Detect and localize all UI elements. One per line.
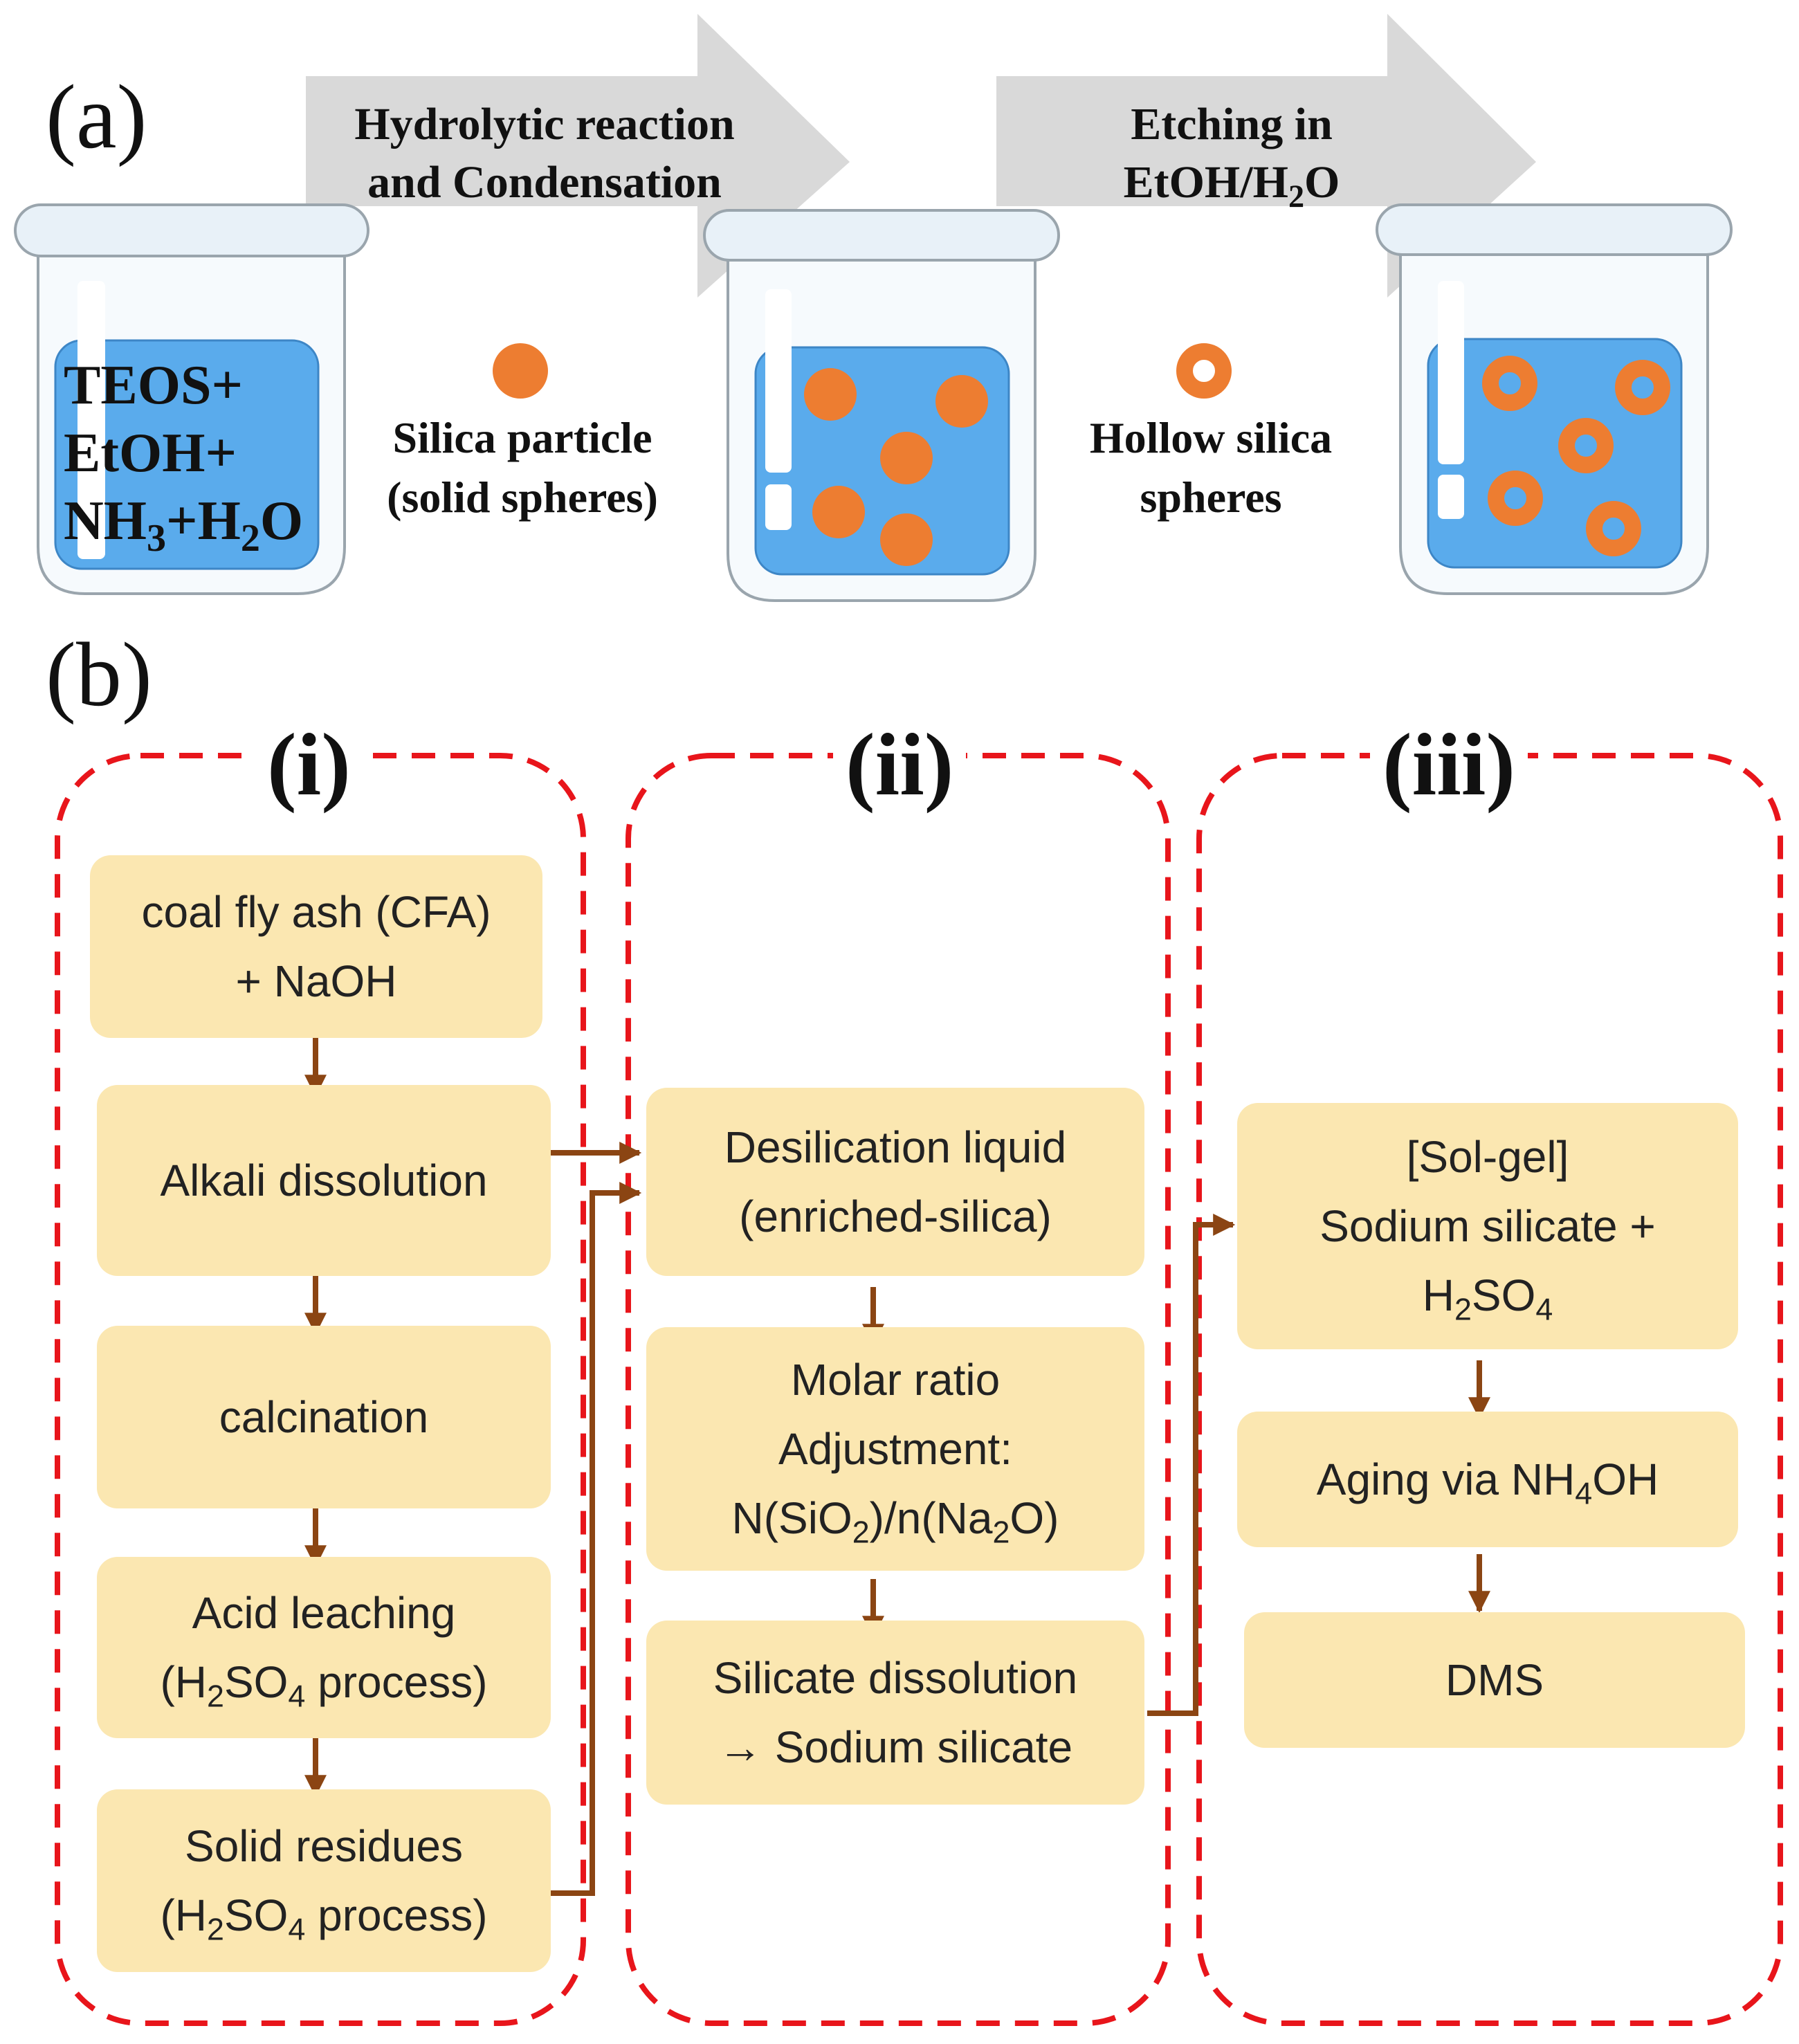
solid-sphere: [880, 432, 933, 484]
box-dms: DMS: [1244, 1612, 1745, 1748]
connector-residues-to-desilication: [551, 1182, 642, 1896]
legend-hollow-spheres: Hollow silica spheres: [1089, 413, 1333, 522]
section-label-i: (i): [255, 714, 363, 816]
hollow-sphere: [1558, 418, 1614, 473]
box-sol-gel: [Sol-gel]Sodium silicate +H2SO4: [1237, 1103, 1738, 1349]
solid-sphere: [935, 375, 988, 428]
box-coal-fly-ash: coal fly ash (CFA)+ NaOH: [90, 855, 542, 1038]
beaker-2: [703, 209, 1060, 602]
panel-label-b: (b): [46, 623, 152, 725]
legend-solid-spheres: Silica particle (solid spheres): [387, 413, 658, 522]
section-i-border: [55, 753, 586, 2026]
hollow-sphere: [1586, 501, 1641, 556]
section-label-iii: (iii): [1370, 714, 1528, 816]
legend-solid-sphere-icon: [493, 343, 548, 399]
box-alkali-dissolution: Alkali dissolution: [97, 1085, 551, 1276]
connector-silicate-to-solgel: [1147, 1214, 1236, 1716]
solid-sphere: [880, 513, 933, 566]
beaker-1-reagents: TEOS+ EtOH+ NH3+H2O: [64, 355, 304, 560]
section-label-ii: (ii): [833, 714, 967, 816]
arrow-2-label: Etching in EtOH/H2O: [1123, 99, 1340, 214]
box-silicate-dissolution: Silicate dissolution→ Sodium silicate: [646, 1621, 1144, 1805]
box-acid-leaching: Acid leaching(H2SO4 process): [97, 1557, 551, 1738]
legend-hollow-sphere-icon: [1176, 343, 1232, 399]
box-aging: Aging via NH4OH: [1237, 1412, 1738, 1547]
arrow-1-label: Hydrolytic reaction and Condensation: [354, 99, 735, 208]
solid-sphere: [804, 368, 857, 421]
section-ii-border: [625, 753, 1171, 2026]
box-calcination: calcination: [97, 1326, 551, 1508]
beaker-3: [1376, 203, 1733, 595]
hollow-sphere: [1482, 356, 1537, 411]
beaker-1: [14, 203, 369, 595]
solid-sphere: [812, 486, 865, 538]
hollow-sphere: [1488, 471, 1543, 526]
beaker-1-liquid: [54, 339, 320, 570]
box-solid-residues: Solid residues(H2SO4 process): [97, 1789, 551, 1972]
section-iii-border: [1196, 753, 1783, 2026]
panel-label-a: (a): [46, 66, 147, 167]
hollow-sphere: [1615, 360, 1670, 415]
box-desilication-liquid: Desilication liquid(enriched-silica): [646, 1088, 1144, 1276]
